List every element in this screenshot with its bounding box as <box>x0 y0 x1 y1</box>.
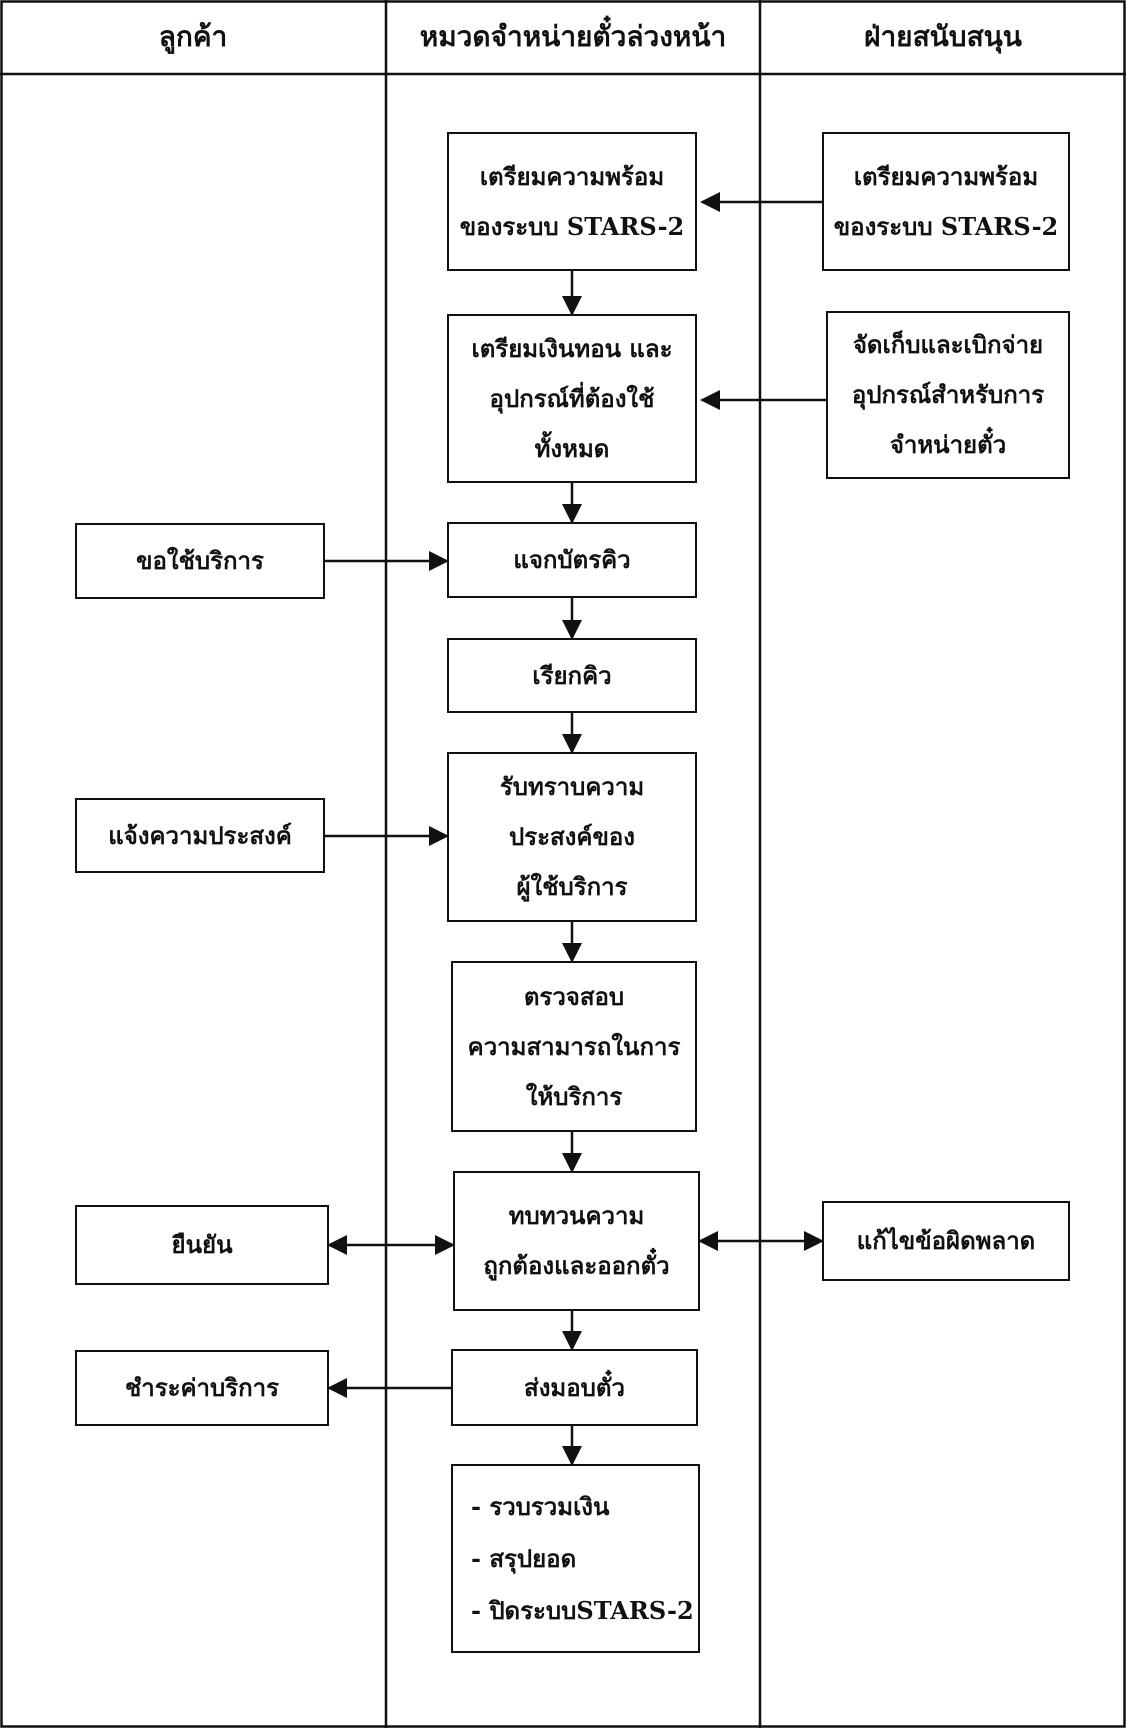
node-line: ความสามารถในการ <box>467 1031 681 1061</box>
node-hand-queue: แจกบัตรคิว <box>447 522 697 598</box>
node-line: แจ้งความประสงค์ <box>108 820 292 850</box>
node-line: แจกบัตรคิว <box>513 545 631 574</box>
node-line: เตรียมเงินทอน และ <box>471 333 673 363</box>
node-review-issue: ทบทวนความ ถูกต้องและออกตั๋ว <box>453 1171 700 1311</box>
node-line: อุปกรณ์ที่ต้องใช้ <box>489 383 655 413</box>
node-store-disburse: จัดเก็บและเบิกจ่าย อุปกรณ์สำหรับการ จำหน… <box>826 311 1070 479</box>
node-line: ของระบบ STARS-2 <box>833 211 1059 241</box>
node-fix-errors: แก้ไขข้อผิดพลาด <box>822 1201 1070 1281</box>
node-call-queue: เรียกคิว <box>447 638 697 713</box>
node-line: - สรุปยอด <box>471 1543 577 1573</box>
node-prepare-system: เตรียมความพร้อม ของระบบ STARS-2 <box>447 132 697 271</box>
node-line: แก้ไขข้อผิดพลาด <box>856 1226 1036 1255</box>
node-line: จัดเก็บและเบิกจ่าย <box>852 330 1044 359</box>
node-closing: - รวบรวมเงิน - สรุปยอด - ปิดระบบSTARS-2 <box>451 1464 700 1653</box>
node-request-service: ขอใช้บริการ <box>75 523 325 599</box>
node-line: ให้บริการ <box>525 1081 623 1111</box>
lane-header-customer: ลูกค้า <box>158 20 228 53</box>
node-line: จำหน่ายตั๋ว <box>889 430 1007 459</box>
node-receive-need: รับทราบความ ประสงค์ของ ผู้ใช้บริการ <box>447 752 697 922</box>
node-support-prepare-system: เตรียมความพร้อม ของระบบ STARS-2 <box>822 132 1070 271</box>
node-line: รับทราบความ <box>499 772 645 801</box>
node-line: ผู้ใช้บริการ <box>516 872 628 901</box>
node-line: ถูกต้องและออกตั๋ว <box>483 1251 670 1280</box>
node-line: ทบทวนความ <box>508 1201 645 1230</box>
node-line: - รวบรวมเงิน <box>471 1491 610 1521</box>
node-line: ยืนยัน <box>171 1230 233 1259</box>
node-deliver-ticket: ส่งมอบตั๋ว <box>451 1349 698 1426</box>
node-line: ชำระค่าบริการ <box>124 1373 280 1402</box>
node-line: ขอใช้บริการ <box>136 546 264 575</box>
node-line: ตรวจสอบ <box>523 981 625 1011</box>
node-confirm: ยืนยัน <box>75 1205 329 1285</box>
node-line: ทั้งหมด <box>534 433 610 463</box>
node-line: เตรียมความพร้อม <box>853 161 1039 191</box>
node-prepare-change: เตรียมเงินทอน และ อุปกรณ์ที่ต้องใช้ ทั้ง… <box>447 314 697 483</box>
node-check-capacity: ตรวจสอบ ความสามารถในการ ให้บริการ <box>451 961 697 1132</box>
node-line: - ปิดระบบSTARS-2 <box>471 1595 694 1625</box>
node-state-need: แจ้งความประสงค์ <box>75 798 325 873</box>
lane-header-advance-ticketing: หมวดจำหน่ายตั๋วล่วงหน้า <box>419 20 727 53</box>
node-line: อุปกรณ์สำหรับการ <box>851 380 1045 409</box>
node-line: ส่งมอบตั๋ว <box>524 1372 625 1402</box>
lane-header-support: ฝ่ายสนับสนุน <box>864 20 1022 53</box>
node-line: เรียกคิว <box>532 660 612 690</box>
node-pay-fee: ชำระค่าบริการ <box>75 1350 329 1426</box>
node-line: ประสงค์ของ <box>509 822 635 851</box>
node-line: เตรียมความพร้อม <box>479 161 665 191</box>
node-line: ของระบบ STARS-2 <box>459 211 685 241</box>
